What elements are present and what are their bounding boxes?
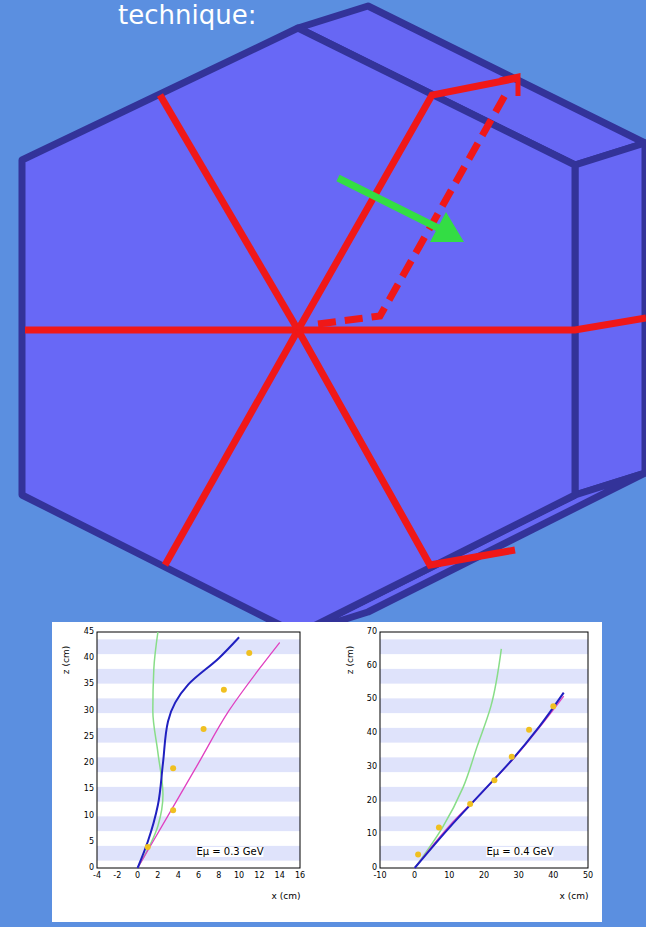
energy-label: Eμ = 0.4 GeV — [486, 847, 553, 857]
light-path-dashed — [318, 90, 508, 324]
magenta-curve — [138, 642, 280, 868]
tick-label: 70 — [367, 628, 377, 636]
scintillator-layer — [380, 816, 588, 831]
axis-title: x (cm) — [272, 892, 301, 901]
fibre-line — [298, 330, 515, 565]
scintillator-layer — [97, 787, 300, 802]
data-point — [221, 687, 227, 693]
tick-label: 12 — [254, 872, 264, 880]
data-point — [201, 726, 207, 732]
data-point — [246, 650, 252, 656]
data-point — [415, 852, 421, 858]
tick-label: -4 — [93, 872, 101, 880]
tick-label: 0 — [89, 864, 94, 872]
tick-label: 0 — [372, 864, 377, 872]
tick-label: 0 — [412, 872, 417, 880]
blue-curve — [138, 637, 240, 868]
tick-label: 45 — [84, 628, 94, 636]
scintillator-layer — [97, 639, 300, 654]
plot-panel — [52, 622, 602, 922]
tick-label: 60 — [367, 662, 377, 670]
axis-title: x (cm) — [560, 892, 589, 901]
tick-label: 10 — [234, 872, 244, 880]
scintillator-layer — [97, 698, 300, 713]
hexagon-module — [22, 6, 645, 634]
data-point — [491, 777, 497, 783]
tick-label: 35 — [84, 680, 94, 688]
tick-label: -10 — [373, 872, 386, 880]
tick-label: 50 — [583, 872, 593, 880]
tick-label: 40 — [548, 872, 558, 880]
plot-frame — [97, 632, 300, 868]
tick-label: 20 — [479, 872, 489, 880]
tick-label: 2 — [155, 872, 160, 880]
fibre-line — [165, 330, 298, 565]
scintillator-layer — [380, 639, 588, 654]
fibre-lines — [25, 76, 646, 565]
track-plot — [380, 632, 588, 868]
particle-arrowhead — [430, 212, 464, 242]
data-point — [145, 844, 151, 850]
data-point — [467, 801, 473, 807]
green-curve — [415, 649, 502, 868]
fibre-line — [298, 78, 518, 330]
tick-label: 10 — [444, 872, 454, 880]
data-point — [436, 825, 442, 831]
data-point — [550, 703, 556, 709]
scintillator-layer — [380, 728, 588, 743]
scintillator-layer — [97, 816, 300, 831]
tick-label: 20 — [84, 759, 94, 767]
plot-frame — [380, 632, 588, 868]
axis-title: z (cm) — [62, 646, 71, 674]
blue-curve — [415, 693, 564, 868]
scintillator-layer — [380, 669, 588, 684]
fibre-line — [25, 327, 298, 334]
tick-label: 30 — [514, 872, 524, 880]
scintillator-layer — [97, 846, 300, 861]
tick-label: 30 — [84, 707, 94, 715]
tick-label: 15 — [84, 785, 94, 793]
fibre-line — [160, 95, 298, 330]
tick-label: 6 — [196, 872, 201, 880]
data-point — [170, 807, 176, 813]
scintillator-layer — [380, 757, 588, 772]
tick-label: 8 — [216, 872, 221, 880]
axis-title: z (cm) — [346, 646, 355, 674]
slide-text: technique: — [118, 2, 256, 28]
tick-label: 20 — [367, 797, 377, 805]
data-point — [526, 727, 532, 733]
tick-label: 10 — [84, 812, 94, 820]
tick-label: 5 — [89, 838, 94, 846]
tick-label: 0 — [135, 872, 140, 880]
tick-label: 25 — [84, 733, 94, 741]
tick-label: 14 — [275, 872, 285, 880]
tick-label: 40 — [84, 654, 94, 662]
tick-label: 10 — [367, 830, 377, 838]
tick-label: 30 — [367, 763, 377, 771]
track-plot — [97, 632, 300, 868]
energy-label: Eμ = 0.3 GeV — [196, 847, 263, 857]
data-point — [170, 765, 176, 771]
data-point — [509, 754, 515, 760]
scintillator-layer — [380, 846, 588, 861]
light-arrowhead — [500, 76, 518, 96]
particle-arrow-shaft — [338, 178, 440, 229]
tick-label: 16 — [295, 872, 305, 880]
scintillator-layer — [97, 728, 300, 743]
tick-label: 40 — [367, 729, 377, 737]
tick-label: -2 — [113, 872, 121, 880]
scintillator-layer — [97, 757, 300, 772]
tick-label: 4 — [176, 872, 181, 880]
tick-label: 50 — [367, 695, 377, 703]
